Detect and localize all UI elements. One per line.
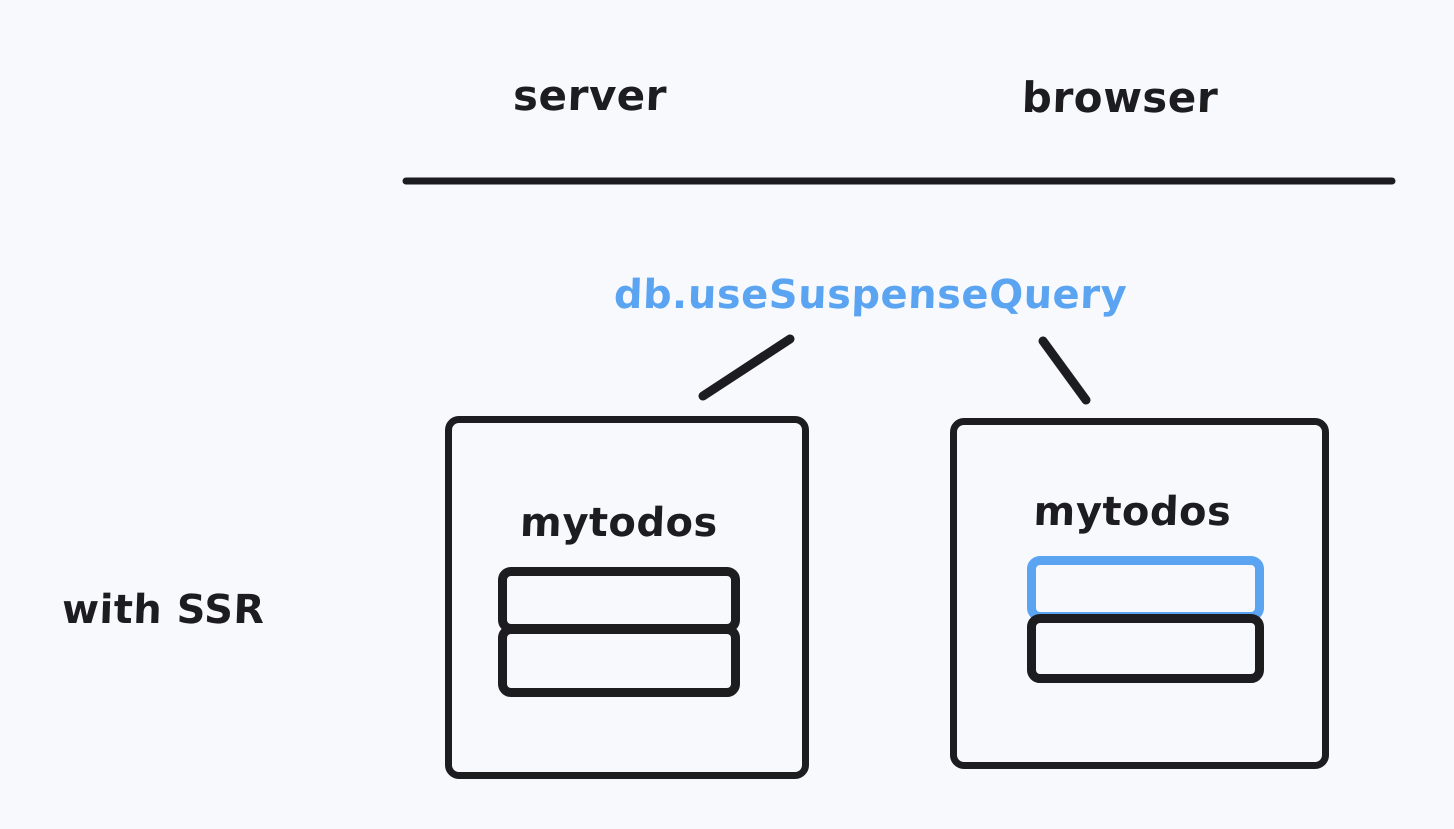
server-todo-item-2 bbox=[498, 625, 740, 697]
server-box bbox=[445, 416, 809, 779]
browser-box-title: mytodos bbox=[1032, 489, 1233, 535]
query-label: db.useSuspenseQuery bbox=[613, 272, 1128, 318]
column-header-server: server bbox=[512, 71, 668, 120]
connector-to-browser-line bbox=[1038, 336, 1091, 405]
column-header-browser: browser bbox=[1021, 73, 1219, 122]
connector-to-server-line bbox=[698, 334, 795, 401]
browser-box bbox=[950, 418, 1329, 769]
server-todo-item-1 bbox=[498, 567, 740, 633]
server-box-title: mytodos bbox=[519, 500, 719, 546]
browser-todo-item-1-highlighted bbox=[1027, 556, 1264, 621]
row-label-with-ssr: with SSR bbox=[61, 587, 266, 633]
browser-todo-item-2 bbox=[1027, 614, 1264, 683]
